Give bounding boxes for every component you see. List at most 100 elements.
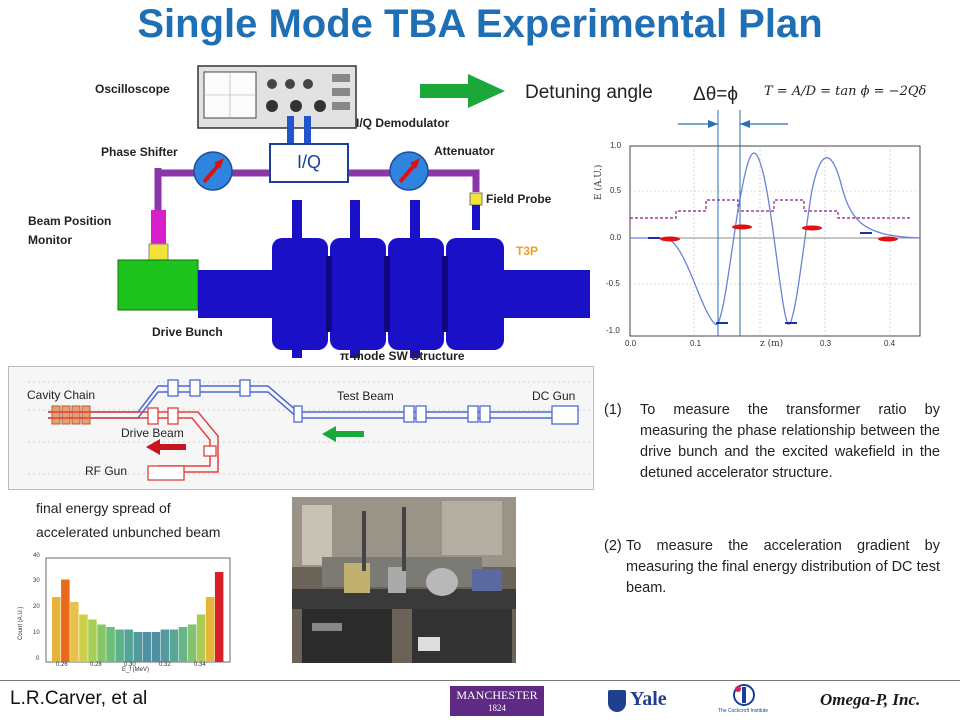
goal-item-1: (1) To measure the transformer ratio by … [604,400,940,484]
histogram-bar [160,629,170,662]
histogram-ytick: 20 [33,604,40,610]
histogram-bar [52,597,61,662]
bpm-yellow [148,243,169,261]
histogram-ytick: 0 [36,656,40,662]
goal-item-1-number: (1) [604,402,622,418]
phase-shifter-icon [193,151,233,191]
histogram-bar [115,629,124,662]
field-probe-stem [472,205,480,230]
goal-item-1-text: To measure the transformer ratio by meas… [640,402,940,481]
wake-xtick: 0.4 [884,339,896,348]
oscilloscope-label: Oscilloscope [95,82,170,96]
histogram-bar [88,619,97,662]
yale-shield-icon [608,690,626,712]
histogram-bar [106,627,115,662]
histogram-ytick: 40 [33,553,40,559]
histogram-bar [97,624,106,662]
histogram-xtick: 0.34 [194,662,206,668]
wake-ytick: -0.5 [606,279,620,288]
bpm-label-line1: Beam Position [28,214,112,228]
histogram-bar [61,579,70,662]
goal-item-2-number: (2) [604,538,622,554]
histogram-bar [178,627,188,662]
manchester-logo-text: MANCHESTER [456,688,538,702]
oscilloscope-icon [197,65,357,129]
histogram-bar [142,632,151,662]
histogram-caption-line1: final energy spread of [36,500,171,516]
wake-xtick: 0.1 [690,339,702,348]
phase-shifter-label: Phase Shifter [101,145,178,159]
wake-xlabel: z (m) [760,339,784,349]
manchester-logo: MANCHESTER 1824 [450,686,544,716]
histogram-ylabel: Count (A.U.) [18,606,24,640]
histogram-bar [187,624,197,662]
lab-photo [292,497,516,663]
histogram-bar [70,602,79,662]
attenuator-icon [389,151,429,191]
wake-ylabel: E (A.U.) [594,164,604,200]
wake-ytick: 1.0 [610,141,622,150]
attenuator-label: Attenuator [434,144,495,158]
histogram-bar [79,614,88,662]
cavity-cells [272,200,504,358]
omega-p-logo: Omega-P, Inc. [820,690,921,709]
cockcroft-logo-icon [733,684,755,706]
wake-xtick: 0.0 [625,339,637,348]
field-probe-label: Field Probe [486,192,552,206]
goal-item-2-text: To measure the acceleration gradient by … [626,538,940,596]
bpm-label-line2: Monitor [28,233,72,247]
histogram-xtick: 0.32 [159,662,171,668]
histogram-bar [169,629,179,662]
setup-diagram [117,65,590,358]
wake-ytick: -1.0 [606,326,620,335]
red-arrow-icon [146,439,186,455]
test-beam-label: Test Beam [337,389,394,403]
beamline-diagram [28,379,592,481]
histogram-bar [196,614,206,662]
energy-histogram [45,557,231,663]
field-probe-icon [469,192,483,206]
detuning-relation: Δθ=ϕ [693,84,738,105]
footer-divider [0,680,960,681]
histogram-bar [124,629,133,662]
bpm-cable-section [151,210,166,244]
histogram-ytick: 10 [33,630,40,636]
histogram-xtick: 0.26 [56,662,68,668]
slide-title: Single Mode TBA Experimental Plan [137,2,823,46]
histogram-bar [214,572,224,662]
rf-gun-label: RF Gun [85,464,128,478]
histogram-xtick: 0.30 [124,662,136,668]
iq-box [269,143,349,183]
iq-demodulator-label: I/Q Demodulator [356,116,450,130]
histogram-xlabel: E_f (MeV) [122,667,150,673]
scope-cable [287,116,294,146]
author: L.R.Carver, et al [10,688,148,709]
histogram-bar [133,632,142,662]
yale-logo-text: Yale [630,688,667,710]
histogram-caption-line2: accelerated unbunched beam [36,524,221,540]
detuning-label: Detuning angle [525,82,653,103]
structure-label: π-mode SW Structure [340,349,465,363]
green-arrow-icon [322,426,364,442]
goal-item-2: (2) To measure the acceleration gradient… [604,536,940,599]
wake-xtick: 0.3 [820,339,832,348]
scope-cable [304,116,311,146]
histogram-xtick: 0.28 [90,662,102,668]
wake-ytick: 0.0 [610,233,622,242]
drive-beam-label: Drive Beam [121,426,184,440]
wake-ytick: 0.5 [610,186,622,195]
manchester-logo-year: 1824 [488,703,506,713]
wake-plot [629,110,921,337]
t3p-label: T3P [516,244,539,258]
bpm-block [117,259,199,311]
histogram-ytick: 30 [33,578,40,584]
transformer-formula: T = A/D = tan ϕ = −2Qδ [764,84,927,99]
cockcroft-logo-text: The Cockcroft Institute [718,708,769,714]
green-arrow-icon [420,74,505,108]
histogram-bar [205,597,215,662]
beamline-layout [8,366,594,490]
drive-bunch-label: Drive Bunch [152,325,223,339]
iq-box-label: I/Q [296,152,321,172]
dc-gun-label: DC Gun [532,389,576,403]
cavity-chain-label: Cavity Chain [27,388,96,402]
